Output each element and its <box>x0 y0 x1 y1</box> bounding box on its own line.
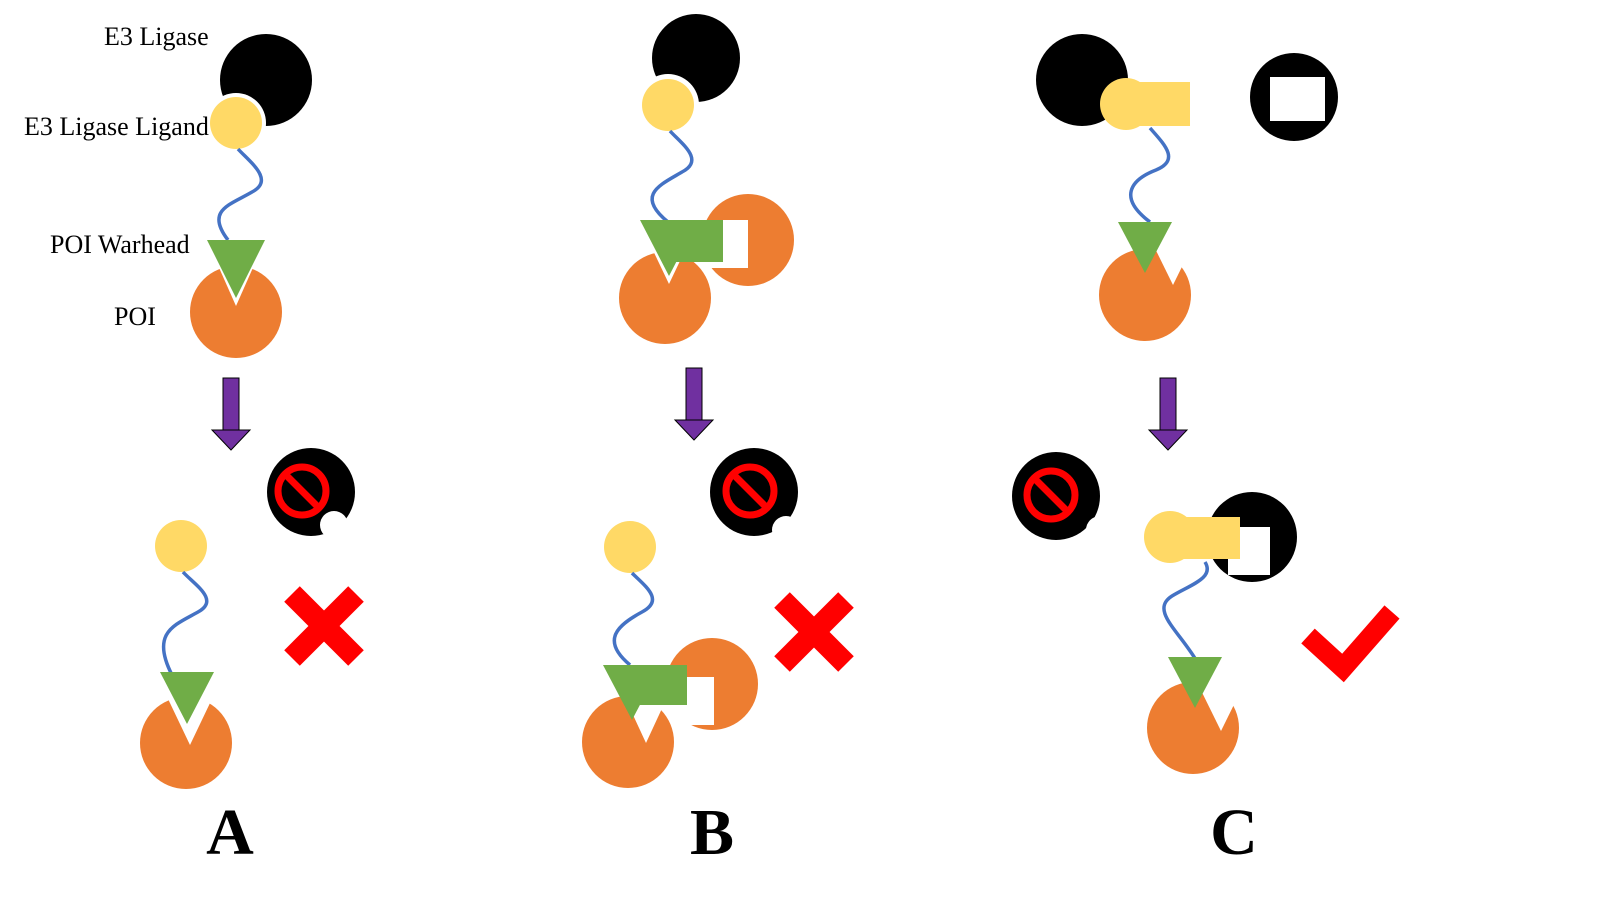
poi-warhead <box>1168 657 1222 708</box>
e3-ligase-ligand <box>642 79 694 131</box>
linker <box>217 147 264 242</box>
poi-label: POI <box>114 302 156 331</box>
e3-ligase-ligand-label: E3 Ligase Ligand <box>24 112 209 141</box>
e3-ligase-ligand <box>155 520 207 572</box>
poi-warhead <box>207 240 265 298</box>
prohibited-icon <box>1012 452 1100 540</box>
poi <box>582 696 674 788</box>
panel-b-letter: B <box>689 796 735 869</box>
poi-second <box>666 638 758 730</box>
panel-b <box>582 14 854 788</box>
panel-c-letter: C <box>1210 796 1258 869</box>
down-arrow-icon <box>673 367 715 441</box>
panel-a <box>140 34 364 789</box>
poi <box>1099 249 1191 341</box>
prohibited-icon <box>267 448 355 536</box>
linker <box>161 570 209 676</box>
poi-second <box>702 194 794 286</box>
down-arrow-icon <box>210 377 252 451</box>
check-mark-icon <box>1301 605 1400 683</box>
poi-warhead <box>160 672 214 724</box>
poi-warhead-extension <box>640 665 687 705</box>
ligand-extension <box>1180 517 1240 559</box>
cross-mark-icon <box>774 592 854 672</box>
poi <box>1147 682 1239 774</box>
e3-ligase <box>1207 492 1297 582</box>
prohibited-icon <box>710 448 798 536</box>
linker <box>650 129 694 224</box>
e3-ligase-ligand <box>604 521 656 573</box>
linker <box>612 571 655 667</box>
poi-warhead <box>1118 222 1172 273</box>
panel-c <box>1012 34 1400 774</box>
poi <box>190 266 282 358</box>
linker <box>1162 561 1209 661</box>
poi <box>140 697 232 789</box>
poi <box>619 252 711 344</box>
e3-ligase-second <box>1250 53 1338 141</box>
e3-ligase-label: E3 Ligase <box>104 22 209 51</box>
down-arrow-icon <box>1147 377 1189 451</box>
ligand-extension <box>1134 82 1190 126</box>
e3-ligase-ligand <box>210 97 262 149</box>
cross-mark-icon <box>284 586 364 666</box>
poi-warhead-label: POI Warhead <box>50 230 190 259</box>
linker <box>1129 126 1171 224</box>
panel-a-letter: A <box>206 796 254 869</box>
poi-warhead-extension <box>676 220 723 262</box>
